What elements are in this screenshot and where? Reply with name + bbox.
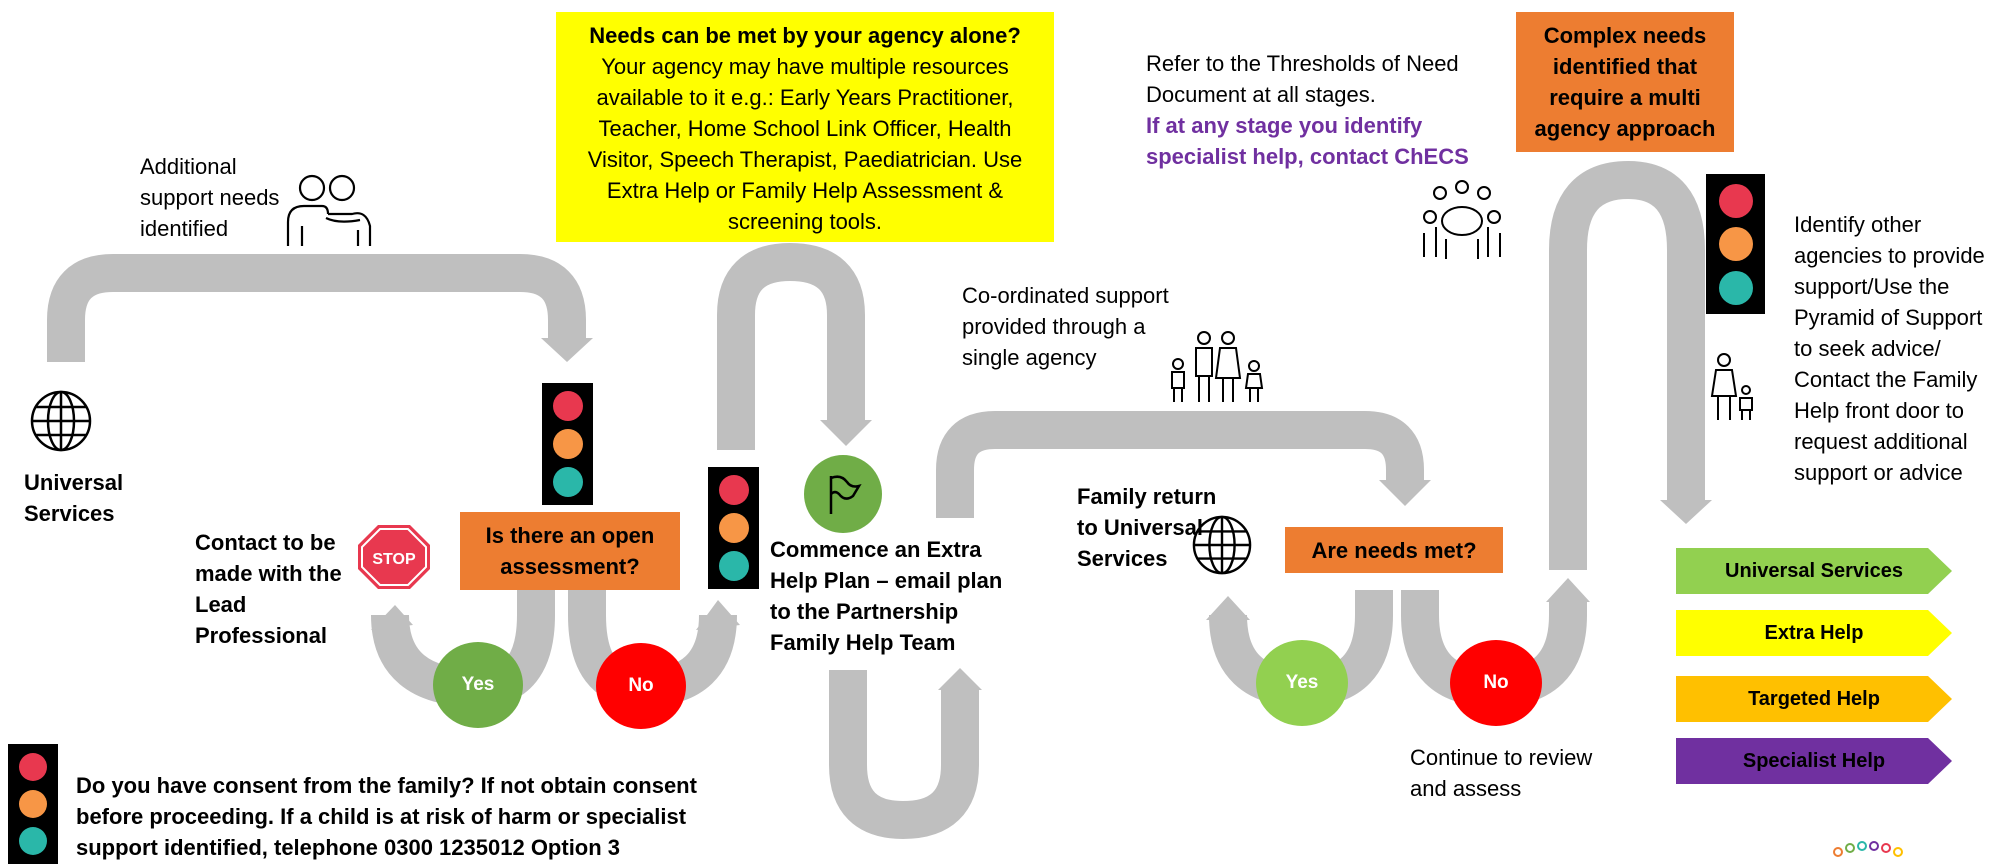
traffic-light bbox=[708, 467, 759, 589]
flag-circle bbox=[804, 455, 882, 533]
amber-light bbox=[1718, 227, 1753, 261]
red-light bbox=[552, 391, 583, 421]
amber-light bbox=[19, 790, 47, 818]
complex-needs-box: Complex needs identified that require a … bbox=[1516, 12, 1734, 152]
open-assessment-box: Is there an open assessment? bbox=[460, 512, 680, 590]
traffic-light bbox=[1706, 174, 1765, 314]
red-light bbox=[718, 475, 749, 505]
specialist-contact-text: If at any stage you identify specialist … bbox=[1146, 113, 1469, 169]
no-circle: No bbox=[596, 643, 686, 729]
identify-agencies-label: Identify other agencies to provide suppo… bbox=[1794, 212, 1985, 485]
agency-alone-body: Your agency may have multiple resources … bbox=[587, 54, 1023, 234]
legend-item-targeted: Targeted Help bbox=[1676, 676, 1952, 722]
legend-label: Specialist Help bbox=[1742, 749, 1886, 772]
family-icon bbox=[1171, 331, 1264, 402]
yes-circle: Yes bbox=[433, 642, 523, 728]
teal-light bbox=[1718, 270, 1753, 305]
stop-text: STOP bbox=[372, 551, 416, 568]
thresholds-label: Refer to the Thresholds of Need Document… bbox=[1146, 48, 1476, 172]
teal-light bbox=[552, 467, 583, 497]
meeting-icon bbox=[1423, 180, 1501, 259]
traffic-light bbox=[542, 383, 593, 505]
globe-icon bbox=[1192, 515, 1252, 575]
teal-light bbox=[19, 827, 47, 855]
parent-child-icon bbox=[1710, 353, 1753, 420]
needs-met-text: Are needs met? bbox=[1311, 537, 1477, 563]
commence-plan-label: Commence an Extra Help Plan – email plan… bbox=[770, 537, 1003, 655]
legend-item-specialist: Specialist Help bbox=[1676, 738, 1952, 784]
amber-light bbox=[718, 513, 749, 543]
legend-label: Extra Help bbox=[1764, 621, 1864, 644]
thresholds-text: Refer to the Thresholds of Need Document… bbox=[1146, 51, 1459, 107]
traffic-light bbox=[8, 744, 58, 864]
flag-icon bbox=[829, 475, 862, 514]
stop-sign-icon: STOP bbox=[358, 525, 430, 589]
red-light bbox=[1718, 183, 1753, 218]
complex-needs-text: Complex needs identified that require a … bbox=[1534, 23, 1716, 141]
amber-light bbox=[552, 429, 583, 459]
no-circle: No bbox=[1450, 640, 1542, 726]
two-people-icon bbox=[286, 174, 372, 246]
legend-label: Universal Services bbox=[1725, 559, 1903, 582]
legend-label: Targeted Help bbox=[1748, 687, 1880, 710]
logo-icon bbox=[1833, 841, 1903, 857]
additional-support-label: Additional support needs identified bbox=[140, 154, 280, 241]
teal-light bbox=[718, 551, 749, 581]
agency-alone-title: Needs can be met by your agency alone? bbox=[589, 23, 1021, 48]
needs-met-box: Are needs met? bbox=[1285, 527, 1503, 573]
agency-alone-box: Needs can be met by your agency alone? Y… bbox=[556, 12, 1054, 242]
legend-item-extra: Extra Help bbox=[1676, 610, 1952, 656]
red-light bbox=[19, 753, 47, 781]
contact-lead-label: Contact to be made with the Lead Profess… bbox=[195, 530, 342, 648]
coordinated-support-label: Co-ordinated support provided through a … bbox=[962, 283, 1169, 370]
globe-icon bbox=[30, 390, 92, 452]
yes-circle: Yes bbox=[1256, 640, 1348, 726]
open-assessment-text: Is there an open assessment? bbox=[485, 523, 655, 579]
universal-services-label: Universal Services bbox=[24, 470, 124, 526]
family-return-label: Family return to Universal Services bbox=[1077, 484, 1217, 571]
continue-review-label: Continue to review and assess bbox=[1410, 745, 1593, 801]
legend-item-universal: Universal Services bbox=[1676, 548, 1952, 594]
consent-label: Do you have consent from the family? If … bbox=[76, 773, 697, 860]
